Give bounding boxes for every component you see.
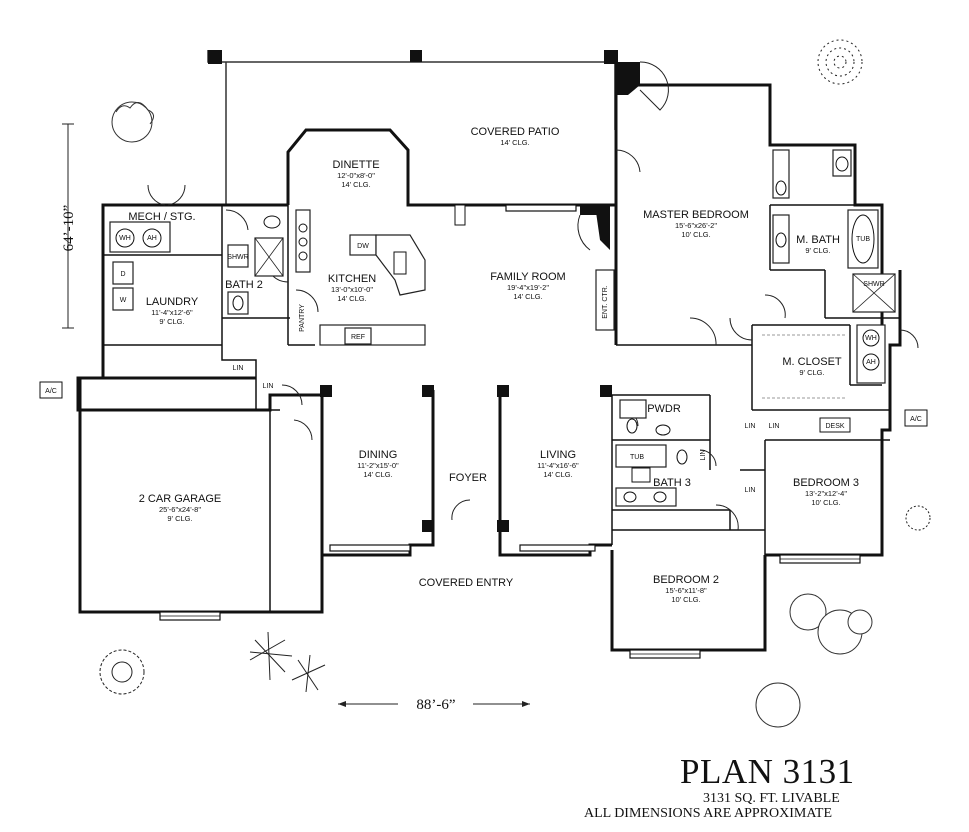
- linen-label-1: LIN: [233, 365, 244, 372]
- entertainment-center-label: ENT. CTR.: [602, 285, 609, 319]
- linen-label-3: LIN: [745, 423, 756, 430]
- fixtures: WH AH D W SHWR DW REF TUB: [109, 149, 896, 507]
- bedroom3-ceiling: 10' CLG.: [811, 498, 840, 507]
- refrigerator-label: REF: [351, 334, 365, 341]
- mech-label: MECH / STG.: [128, 211, 195, 223]
- dinette-size: 12'-0"x8'-0": [337, 171, 375, 180]
- exterior-walls: [76, 62, 902, 652]
- palm-icon: [249, 631, 326, 693]
- linen-label-6: LIN: [700, 450, 707, 461]
- master-closet-label: M. CLOSET: [782, 356, 842, 368]
- family-room-label: FAMILY ROOM: [490, 271, 565, 283]
- closet-ah-label: AH: [866, 359, 876, 366]
- laundry-size: 11'-4"x12'-6": [151, 308, 193, 317]
- bedroom2-ceiling: 10' CLG.: [671, 595, 700, 604]
- bath3-label: BATH 3: [653, 477, 691, 489]
- master-bath-ceiling: 9' CLG.: [805, 246, 830, 255]
- foyer-label: FOYER: [449, 472, 487, 484]
- tree-icon: [111, 101, 154, 143]
- dinette-label: DINETTE: [332, 159, 379, 171]
- kitchen-size: 13'-0"x10'-0": [331, 285, 373, 294]
- plan-title: PLAN 3131: [680, 752, 855, 791]
- bath2-shower-label: SHWR: [227, 254, 248, 261]
- family-room-ceiling: 14' CLG.: [513, 292, 542, 301]
- bedroom3-label: BEDROOM 3: [793, 477, 859, 489]
- master-shower-label: SHWR: [863, 281, 884, 288]
- ac-unit-label-left: A/C: [45, 388, 57, 395]
- interior-walls: [103, 204, 900, 612]
- water-heater-label: WH: [119, 235, 131, 242]
- linen-label-5: LIN: [769, 423, 780, 430]
- pantry-label: PANTRY: [299, 304, 306, 332]
- tree-cluster-icon: [755, 593, 873, 728]
- covered-patio: COVERED PATIO 14' CLG.: [207, 50, 618, 206]
- bedroom3-size: 13'-2"x12'-4": [805, 489, 847, 498]
- dishwasher-label: DW: [357, 243, 369, 250]
- wall-columns: [320, 62, 640, 532]
- room-labels: DINETTE 12'-0"x8'-0" 14' CLG. KITCHEN 13…: [39, 159, 928, 604]
- plan-note: ALL DIMENSIONS ARE APPROXIMATE: [584, 806, 833, 821]
- covered-patio-label: COVERED PATIO: [471, 126, 560, 138]
- covered-patio-ceiling: 14' CLG.: [500, 138, 529, 147]
- landscape-trees: [99, 39, 931, 728]
- powder-room-label: PWDR: [647, 403, 681, 415]
- master-bedroom-ceiling: 10' CLG.: [681, 230, 710, 239]
- garage-size: 25'-6"x24'-8": [159, 505, 201, 514]
- kitchen-label: KITCHEN: [328, 273, 376, 285]
- master-tub-label: TUB: [856, 236, 870, 243]
- master-bedroom-label: MASTER BEDROOM: [643, 209, 749, 221]
- shrub-icon: [817, 39, 863, 85]
- desk-label: DESK: [825, 423, 844, 430]
- garage-label: 2 CAR GARAGE: [139, 493, 222, 505]
- bedroom2-label: BEDROOM 2: [653, 574, 719, 586]
- overall-width-label: 88’-6”: [416, 697, 455, 713]
- overall-depth-dimension: 64’-10”: [61, 123, 77, 329]
- bath2-label: BATH 2: [225, 279, 263, 291]
- windows: [159, 204, 861, 659]
- plan-area: 3131 SQ. FT. LIVABLE: [703, 791, 840, 806]
- master-closet-ceiling: 9' CLG.: [799, 368, 824, 377]
- family-room-size: 19'-4"x19'-2": [507, 283, 549, 292]
- master-bedroom-size: 15'-6"x26'-2": [675, 221, 717, 230]
- garage-ceiling: 9' CLG.: [167, 514, 192, 523]
- dryer-label: D: [120, 271, 125, 278]
- grass-tuft-icon: [905, 505, 931, 531]
- living-ceiling: 14' CLG.: [543, 470, 572, 479]
- laundry-ceiling: 9' CLG.: [159, 317, 184, 326]
- living-label: LIVING: [540, 449, 576, 461]
- air-handler-label: AH: [147, 235, 157, 242]
- washer-label: W: [120, 297, 127, 304]
- covered-entry-label: COVERED ENTRY: [419, 577, 514, 589]
- overall-width-dimension: 88’-6”: [338, 697, 530, 713]
- linen-label-4: LIN: [745, 487, 756, 494]
- kitchen-ceiling: 14' CLG.: [337, 294, 366, 303]
- dining-ceiling: 14' CLG.: [363, 470, 392, 479]
- overall-depth-label: 64’-10”: [61, 205, 77, 252]
- dining-label: DINING: [359, 449, 398, 461]
- closet-wh-label: WH: [865, 335, 877, 342]
- dinette-ceiling: 14' CLG.: [341, 180, 370, 189]
- linen-label-2: LIN: [263, 383, 274, 390]
- bath3-tub-label: TUB: [630, 454, 644, 461]
- ac-unit-label-right: A/C: [910, 416, 922, 423]
- living-size: 11'-4"x16'-6": [537, 461, 579, 470]
- flower-bush-icon: [99, 649, 145, 695]
- bedroom2-size: 15'-6"x11'-8": [665, 586, 707, 595]
- master-bath-label: M. BATH: [796, 234, 840, 246]
- dining-size: 11'-2"x15'-0": [357, 461, 399, 470]
- laundry-label: LAUNDRY: [146, 296, 199, 308]
